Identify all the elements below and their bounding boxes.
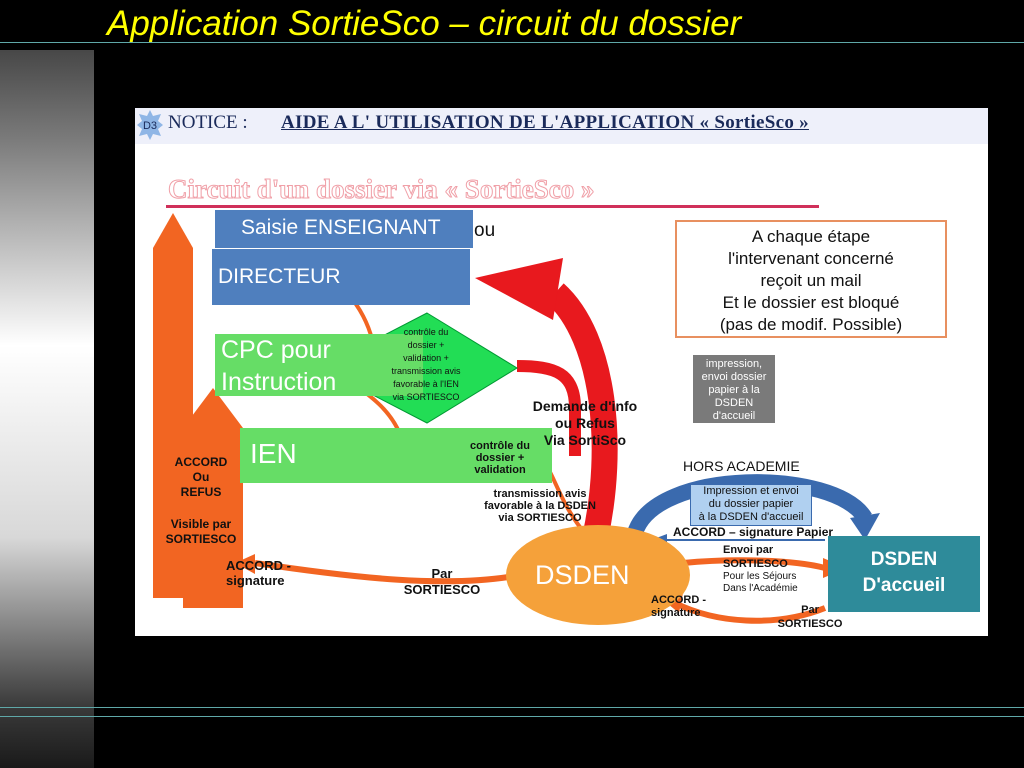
saisie-box: Saisie ENSEIGNANT [215, 210, 473, 248]
notice-header: D3 NOTICE : AIDE A L' UTILISATION DE L'A… [135, 108, 988, 144]
red-arrowhead [475, 258, 563, 320]
accord-signature-bottom: ACCORD -signature [651, 594, 706, 619]
red-curve-arrow [545, 283, 618, 541]
left-gradient-bar [0, 0, 94, 768]
top-divider [0, 42, 1024, 43]
cpc-box: CPC pour Instruction [215, 334, 423, 396]
circuit-title: Circuit d'un dossier via « SortieSco » [168, 174, 596, 205]
dsden-label: DSDEN [535, 560, 630, 590]
diagram-panel: D3 NOTICE : AIDE A L' UTILISATION DE L'A… [135, 108, 988, 636]
blue-curve-arrow [627, 474, 872, 537]
bottom-divider-2 [0, 716, 1024, 717]
orange-arrow-left [254, 560, 516, 585]
accord-signature-left: ACCORD -signature [226, 558, 291, 588]
dsden-ellipse [506, 525, 690, 625]
directeur-box: DIRECTEUR [212, 249, 470, 305]
orange-arrow-bottom [673, 600, 827, 624]
orange-arrow-right [682, 557, 826, 571]
svg-text:D3: D3 [143, 120, 157, 132]
red-demande-arrow [516, 360, 581, 456]
orange-up-arrow-right [183, 388, 243, 608]
notice-label: NOTICE : [168, 112, 248, 133]
notice-title: AIDE A L' UTILISATION DE L'APPLICATION «… [281, 112, 809, 133]
bottom-divider-1 [0, 707, 1024, 708]
circuit-title-underline [166, 205, 819, 208]
gray-box: impression,envoi dossier papier à la DSD… [693, 355, 775, 423]
diagram-arrows [153, 213, 880, 625]
slide-title: Application SortieSco – circuit du dossi… [107, 4, 742, 43]
slide-title-bar: Application SortieSco – circuit du dossi… [0, 0, 1024, 50]
ou-label: ou [474, 220, 496, 242]
ien-box: IEN [240, 428, 552, 483]
star-badge-icon: D3 [137, 110, 163, 140]
accord-papier-label: ACCORD – signature Papier [673, 525, 834, 539]
hors-academie-label: HORS ACADEMIE [683, 458, 800, 474]
